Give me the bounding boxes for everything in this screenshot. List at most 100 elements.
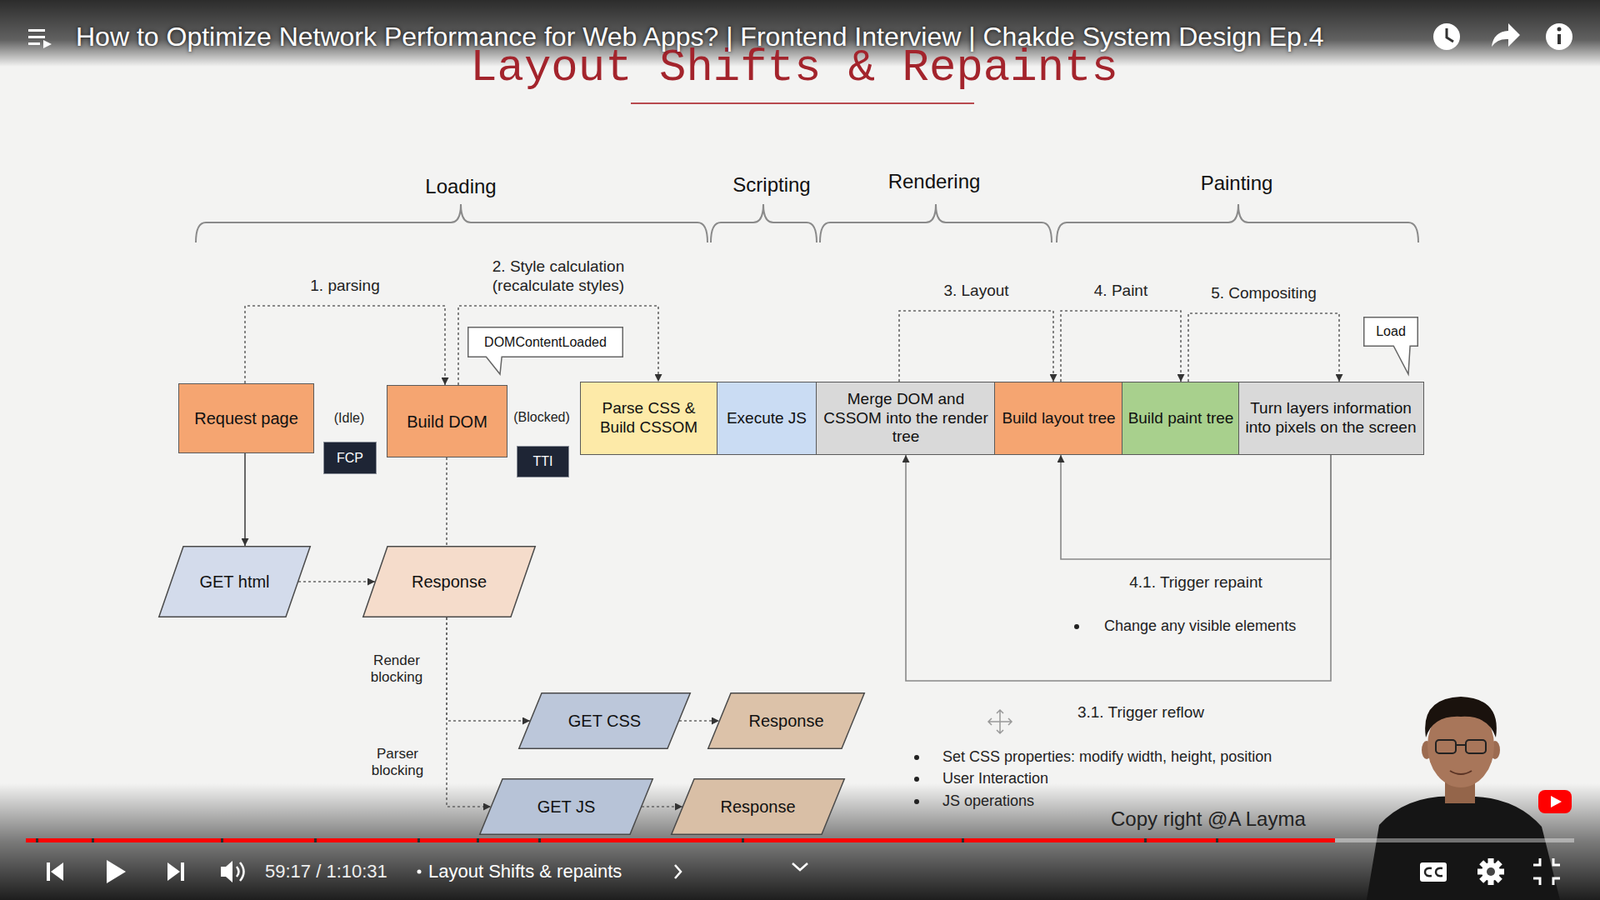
chapter-gaps	[35, 838, 1219, 843]
menu-icon	[28, 29, 45, 32]
menu-icon	[28, 42, 40, 45]
blocking-note: Render blocking	[361, 652, 432, 687]
node-text: GET CSS	[568, 710, 641, 731]
metric-badge: TTI	[516, 445, 570, 478]
process-box: Build DOM	[386, 385, 508, 458]
process-box: Turn layers information into pixels on t…	[1238, 381, 1425, 455]
play-icon	[106, 860, 126, 884]
presenter-mouth	[1450, 770, 1472, 775]
connector	[641, 805, 683, 808]
phase-heading: Scripting	[732, 173, 810, 198]
bullet-text: JS operations	[942, 792, 1035, 811]
phase-heading: Rendering	[888, 170, 981, 195]
exit-fullscreen-icon	[1533, 858, 1560, 885]
loop-heading: 3.1. Trigger reflow	[1077, 703, 1205, 723]
volume-icon	[220, 860, 233, 883]
chapter-title: Layout Shifts & repaints	[428, 860, 622, 883]
node-text: Build DOM	[406, 411, 488, 432]
response-shape: Response	[362, 545, 536, 618]
callout-outline	[1364, 317, 1419, 375]
connector	[1188, 313, 1340, 382]
presenter-shirt	[1366, 796, 1560, 900]
parallelogram-outline	[671, 779, 845, 835]
parallelogram-outline	[480, 779, 654, 835]
presenter-glasses	[1435, 740, 1456, 754]
presenter-hair	[1425, 696, 1497, 738]
menu-icon	[28, 35, 45, 39]
connector	[458, 305, 659, 385]
node-text: GET JS	[537, 796, 596, 817]
connector	[446, 617, 491, 807]
menu-icon	[43, 40, 52, 49]
captions-icon	[1420, 862, 1447, 882]
presenter-glasses	[1465, 740, 1486, 754]
previous-icon	[50, 862, 64, 881]
info-icon	[1545, 23, 1573, 50]
subscribe-logo	[1550, 795, 1562, 808]
bullets	[914, 624, 1080, 805]
copyright-note: Copy right @A Layma	[1110, 807, 1306, 832]
connector	[905, 455, 1331, 681]
bullet-text: Change any visible elements	[1104, 617, 1296, 636]
loop-heading: 4.1. Trigger repaint	[1129, 573, 1262, 593]
section-braces	[195, 204, 1419, 243]
presenter-webcam	[1366, 696, 1572, 900]
response-shape: Response	[670, 778, 845, 835]
brace	[710, 204, 817, 243]
node-text: Response	[720, 796, 795, 817]
player-time: 59:17 / 1:10:31	[265, 860, 388, 883]
connector	[445, 457, 448, 546]
settings-icon	[1477, 858, 1505, 885]
move-cursor-icon	[988, 710, 1012, 734]
step-label: 1. parsing	[310, 276, 380, 296]
node-text: FCP	[336, 450, 364, 466]
request-shape: GET CSS	[518, 692, 691, 750]
callout-outline	[468, 327, 624, 375]
node-text: Execute JS	[726, 409, 807, 429]
node-text: GET html	[199, 571, 270, 592]
node-text: Parse CSS & Build CSSOM	[586, 399, 712, 438]
event-callout: Load	[1363, 316, 1419, 347]
node-text: Turn layers information into pixels on t…	[1245, 399, 1418, 438]
metric-badge: FCP	[323, 441, 377, 475]
connector	[244, 453, 246, 546]
connector	[298, 580, 375, 583]
next-icon	[180, 862, 185, 881]
progress-played	[25, 838, 1335, 843]
process-box: Request page	[178, 383, 315, 454]
blocking-note: Parser blocking	[362, 745, 433, 780]
process-box: Merge DOM and CSSOM into the render tree	[815, 381, 997, 455]
process-box: Execute JS	[716, 381, 817, 455]
previous-icon	[46, 862, 50, 881]
connector	[679, 720, 720, 722]
bullet-text: User Interaction	[942, 770, 1049, 789]
expand-chevron	[792, 863, 808, 870]
bullet	[914, 776, 920, 782]
chapter-chevron	[675, 865, 681, 879]
brace	[820, 204, 1052, 243]
node-text: TTI	[533, 453, 554, 470]
bullet	[914, 755, 920, 760]
step-label: 4. Paint	[1094, 281, 1148, 301]
process-box: Parse CSS & Build CSSOM	[580, 381, 719, 455]
progress-bar	[25, 838, 1575, 843]
captions-icon	[1425, 868, 1443, 876]
event-callout: DOMContentLoaded	[467, 326, 624, 358]
parallelogram-outline	[363, 546, 536, 618]
step-label: 5. Compositing	[1210, 284, 1317, 304]
request-shape: GET JS	[479, 778, 654, 835]
node-text: Request page	[194, 408, 299, 429]
connector	[446, 617, 530, 721]
brace	[195, 204, 708, 243]
player-controls	[46, 858, 1560, 885]
step-label: 3. Layout	[943, 281, 1009, 301]
phase-heading: Loading	[425, 175, 496, 200]
step-label: 2. Style calculation (recalculate styles…	[475, 257, 642, 296]
node-text: Response	[748, 710, 824, 731]
watch-later-icon	[1433, 23, 1460, 50]
next-icon	[167, 862, 180, 881]
bullet	[1074, 624, 1080, 630]
request-shape: GET html	[158, 545, 311, 618]
phase-heading: Painting	[1200, 171, 1274, 196]
volume-icon	[236, 862, 245, 881]
